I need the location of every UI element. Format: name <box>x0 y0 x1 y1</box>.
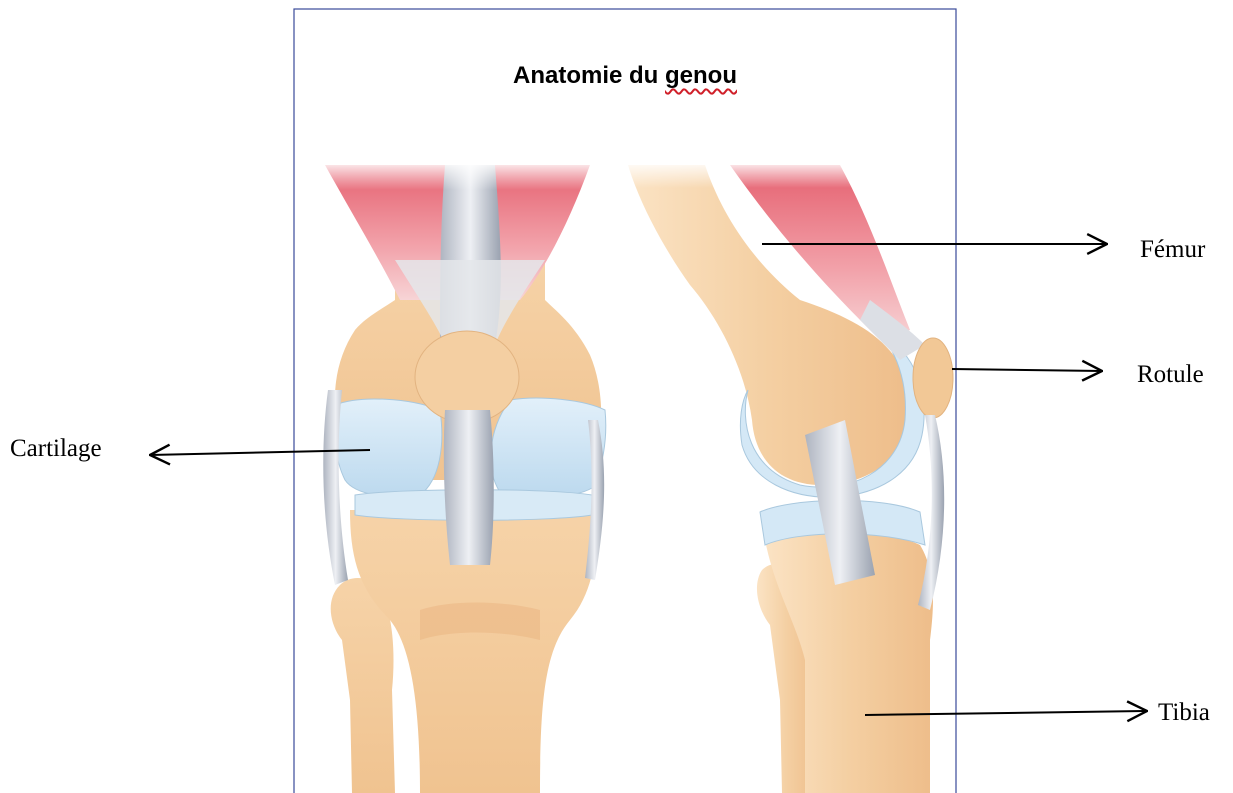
side-patella <box>913 338 953 418</box>
rotule-arrow <box>952 369 1102 371</box>
side-view-knee <box>625 160 953 793</box>
label-femur: Fémur <box>1140 237 1205 262</box>
figure-title: Anatomie du genou <box>294 62 956 90</box>
title-prefix: Anatomie du <box>513 62 665 89</box>
front-patella <box>415 331 519 423</box>
front-view-knee <box>320 160 606 793</box>
front-patellar-ligament <box>444 410 494 565</box>
label-cartilage: Cartilage <box>10 436 102 461</box>
front-cartilage-right <box>491 398 606 497</box>
label-tibia: Tibia <box>1158 700 1210 725</box>
label-rotule: Rotule <box>1137 362 1204 387</box>
title-spellcheck-word: genou <box>665 62 737 89</box>
front-cartilage-left <box>334 399 442 497</box>
